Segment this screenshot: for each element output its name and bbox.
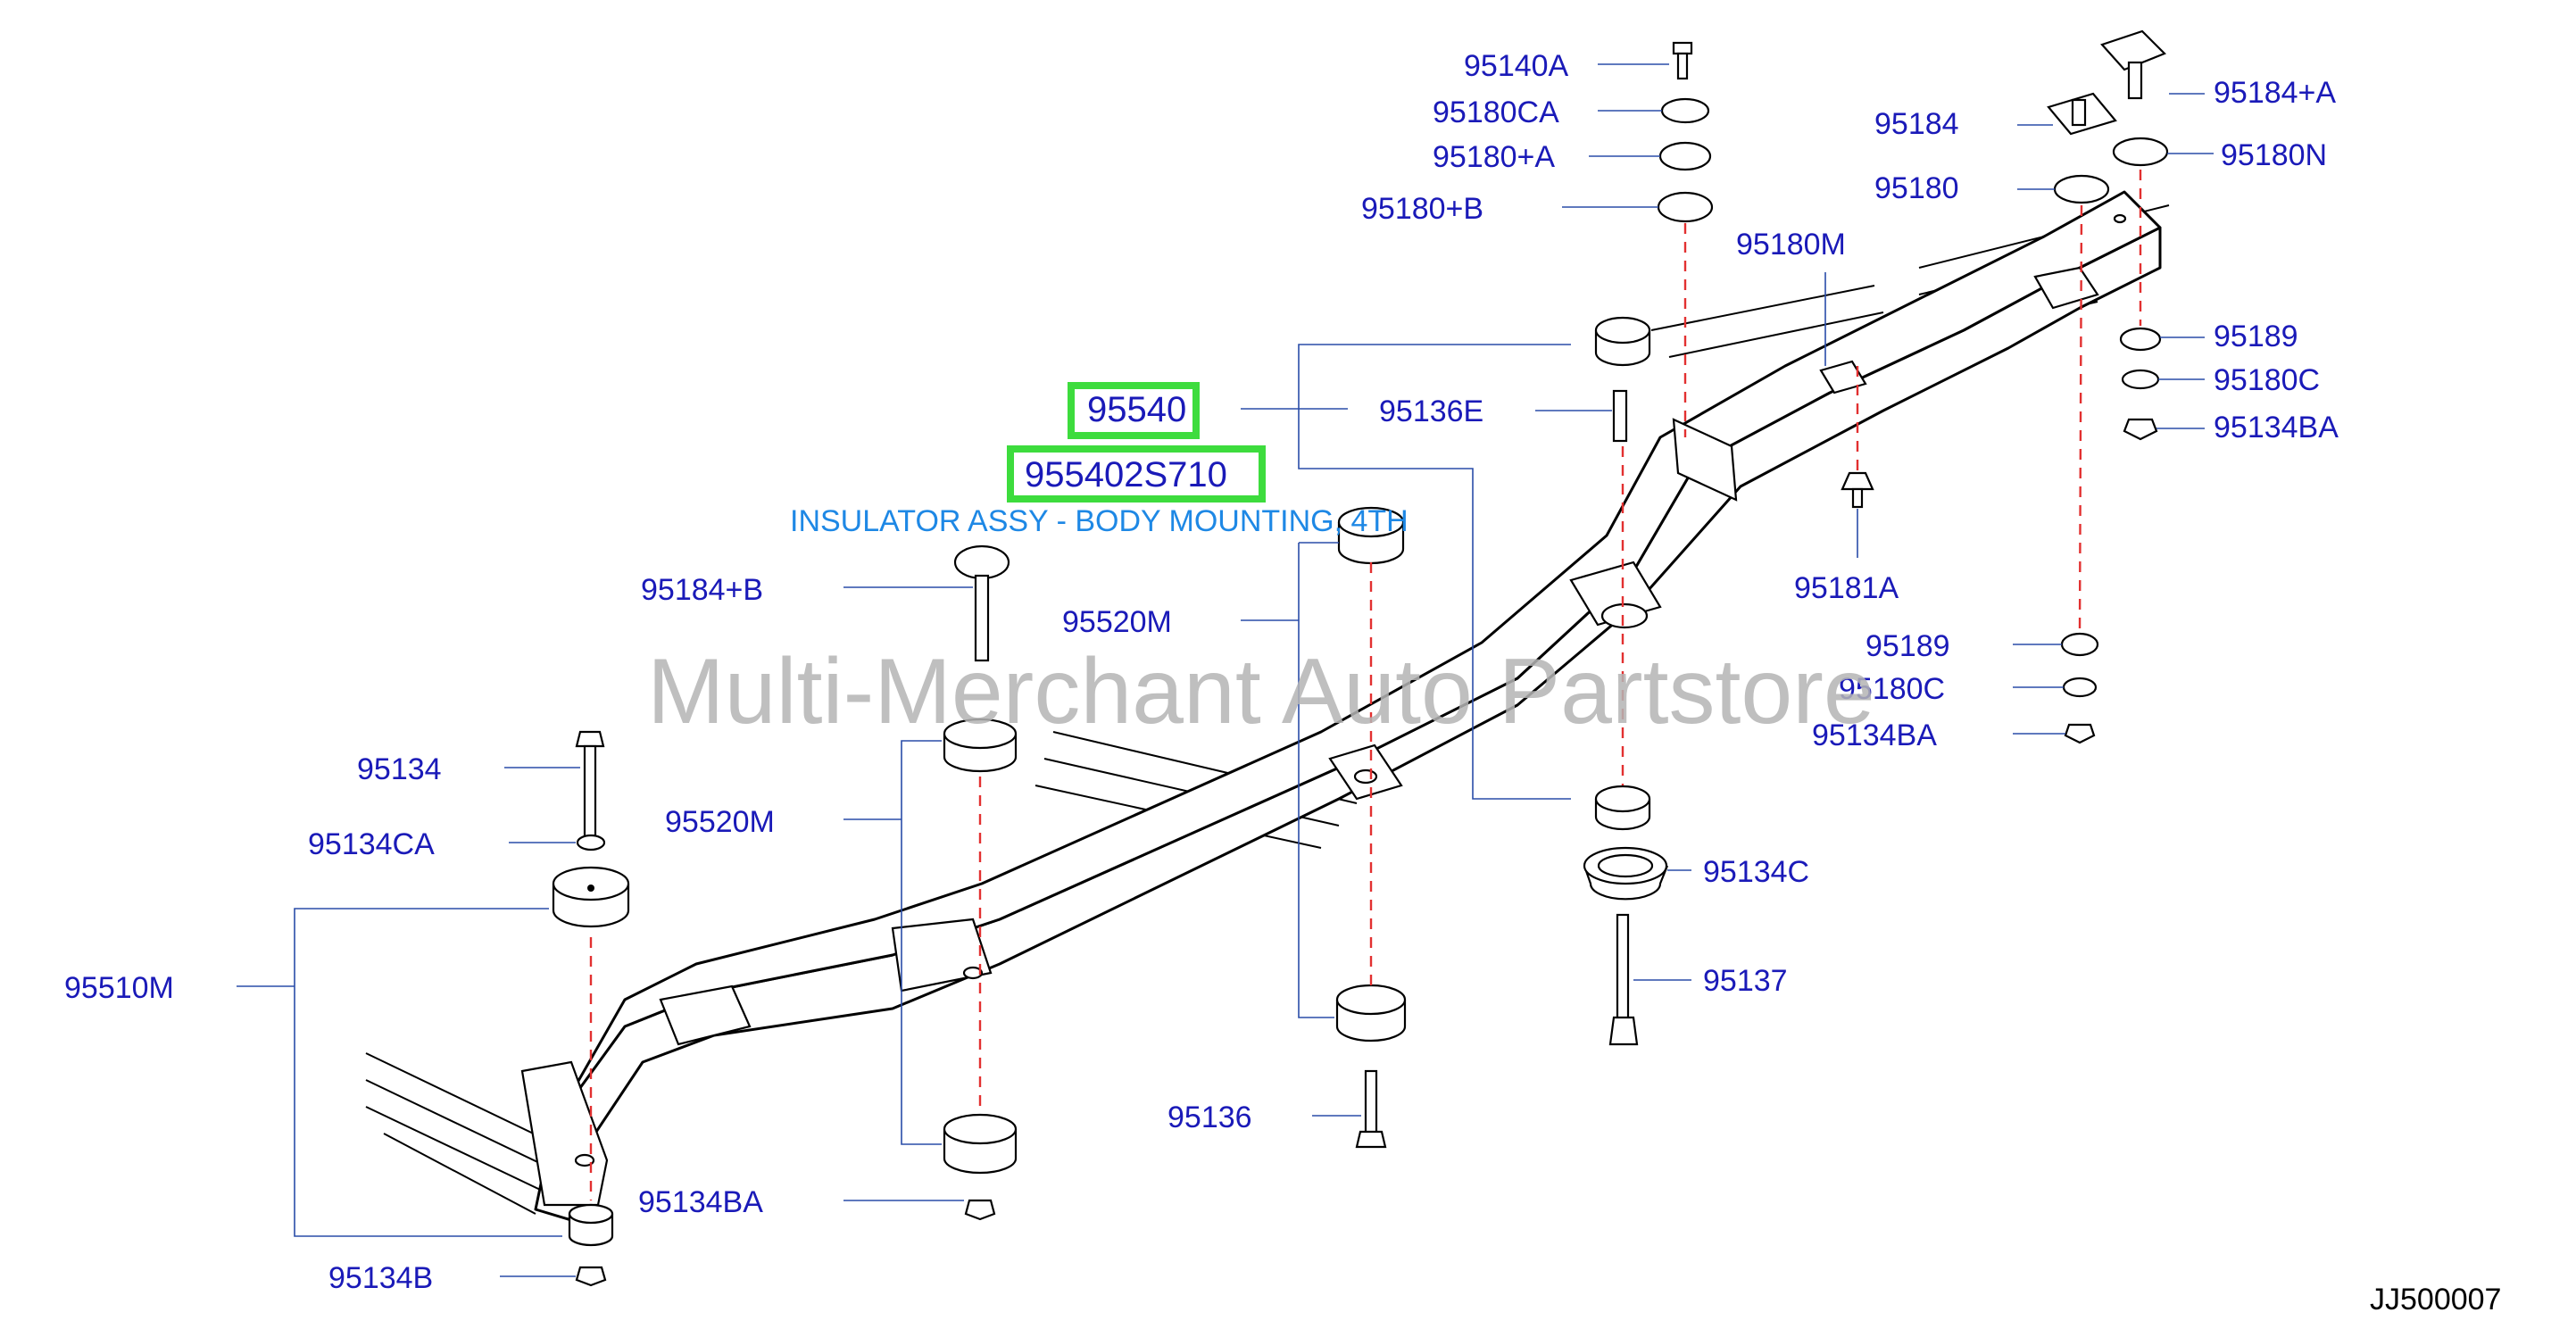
label-95520M-low[interactable]: 95520M <box>665 805 775 839</box>
alignment-centerlines <box>589 170 2142 1200</box>
spacer-95189-top <box>2119 327 2162 352</box>
label-95134BA-mid[interactable]: 95134BA <box>1812 718 1937 752</box>
label-95520M-top[interactable]: 95520M <box>1062 605 1172 639</box>
leader-lines <box>237 63 2214 1277</box>
nut-95134BA-bot <box>964 1199 996 1221</box>
label-95189-mid[interactable]: 95189 <box>1866 629 1950 663</box>
label-95180C-mid[interactable]: 95180C <box>1839 672 1945 706</box>
label-95134BA-bot[interactable]: 95134BA <box>638 1185 763 1219</box>
nut-95134B <box>575 1266 607 1287</box>
label-95180M[interactable]: 95180M <box>1736 228 1846 262</box>
label-95134C[interactable]: 95134C <box>1703 855 1809 889</box>
label-95134B[interactable]: 95134B <box>328 1261 433 1295</box>
insulator-95134B <box>568 1203 614 1247</box>
washer-95180 <box>2053 174 2110 204</box>
label-95180A[interactable]: 95180+A <box>1433 140 1555 174</box>
part-labels: 95140A 95180CA 95180+A 95180+B 95184+A 9… <box>64 49 2339 1295</box>
washer-95180C-mid <box>2062 677 2098 698</box>
highlight-95540 <box>1068 382 1200 439</box>
label-95140A[interactable]: 95140A <box>1464 49 1569 83</box>
pin-95136E <box>1612 389 1628 443</box>
clip-95184 <box>2047 92 2117 136</box>
label-95136E[interactable]: 95136E <box>1379 395 1483 428</box>
cup-95134C <box>1583 846 1669 901</box>
label-95134BA-top[interactable]: 95134BA <box>2214 411 2339 444</box>
nut-95134BA-mid <box>2064 723 2096 744</box>
bolt-95134 <box>575 730 605 846</box>
label-95184B[interactable]: 95184+B <box>641 573 763 607</box>
washer-95180C-top <box>2121 369 2160 390</box>
label-95134[interactable]: 95134 <box>357 752 442 786</box>
insulator-95520M-lower-left <box>943 1113 1018 1175</box>
bolt-95137 <box>1608 913 1639 1046</box>
insulator-lower-right <box>1594 785 1651 831</box>
label-95180B[interactable]: 95180+B <box>1361 192 1483 226</box>
label-95180N[interactable]: 95180N <box>2221 138 2327 172</box>
label-95136[interactable]: 95136 <box>1168 1101 1252 1134</box>
label-95180CA[interactable]: 95180CA <box>1433 96 1559 129</box>
clip-95184B <box>953 544 1010 662</box>
watermark: Multi-Merchant Auto Partstore <box>647 640 1875 743</box>
label-95540[interactable]: 95540 <box>1087 390 1186 429</box>
spacer-95189-mid <box>2060 632 2099 657</box>
part-description: INSULATOR ASSY - BODY MOUNTING, 4TH <box>790 504 1408 538</box>
label-95181A[interactable]: 95181A <box>1794 571 1899 605</box>
label-95134CA[interactable]: 95134CA <box>308 827 435 861</box>
insulator-upper-right <box>1594 316 1651 367</box>
diagram-code: JJ500007 <box>2370 1283 2501 1317</box>
washer-95180CA <box>1660 97 1710 124</box>
washer-95180B <box>1657 191 1714 223</box>
bolt-95140A <box>1672 41 1693 80</box>
insulator-95510M <box>552 866 630 928</box>
clip-95184A <box>2100 29 2166 100</box>
washer-95134CA <box>576 834 606 851</box>
bolt-95136 <box>1355 1069 1387 1149</box>
nut-95134BA-top <box>2123 418 2158 441</box>
label-95180C-top[interactable]: 95180C <box>2214 363 2320 397</box>
label-95184A[interactable]: 95184+A <box>2214 76 2336 110</box>
insulator-95520M-upper-left <box>943 718 1018 773</box>
insulator-95520M-lower <box>1335 984 1407 1042</box>
label-95137[interactable]: 95137 <box>1703 964 1788 998</box>
highlight-955402S710 <box>1007 445 1266 503</box>
label-95180[interactable]: 95180 <box>1874 171 1959 205</box>
label-95184[interactable]: 95184 <box>1874 107 1959 141</box>
label-955402S710[interactable]: 955402S710 <box>1025 455 1227 494</box>
label-95510M[interactable]: 95510M <box>64 971 174 1005</box>
label-95189-top[interactable]: 95189 <box>2214 320 2298 353</box>
washer-95180A <box>1658 141 1712 171</box>
screw-95181A <box>1841 471 1874 509</box>
washer-95180N <box>2112 137 2169 167</box>
vehicle-frame <box>365 190 2170 1225</box>
